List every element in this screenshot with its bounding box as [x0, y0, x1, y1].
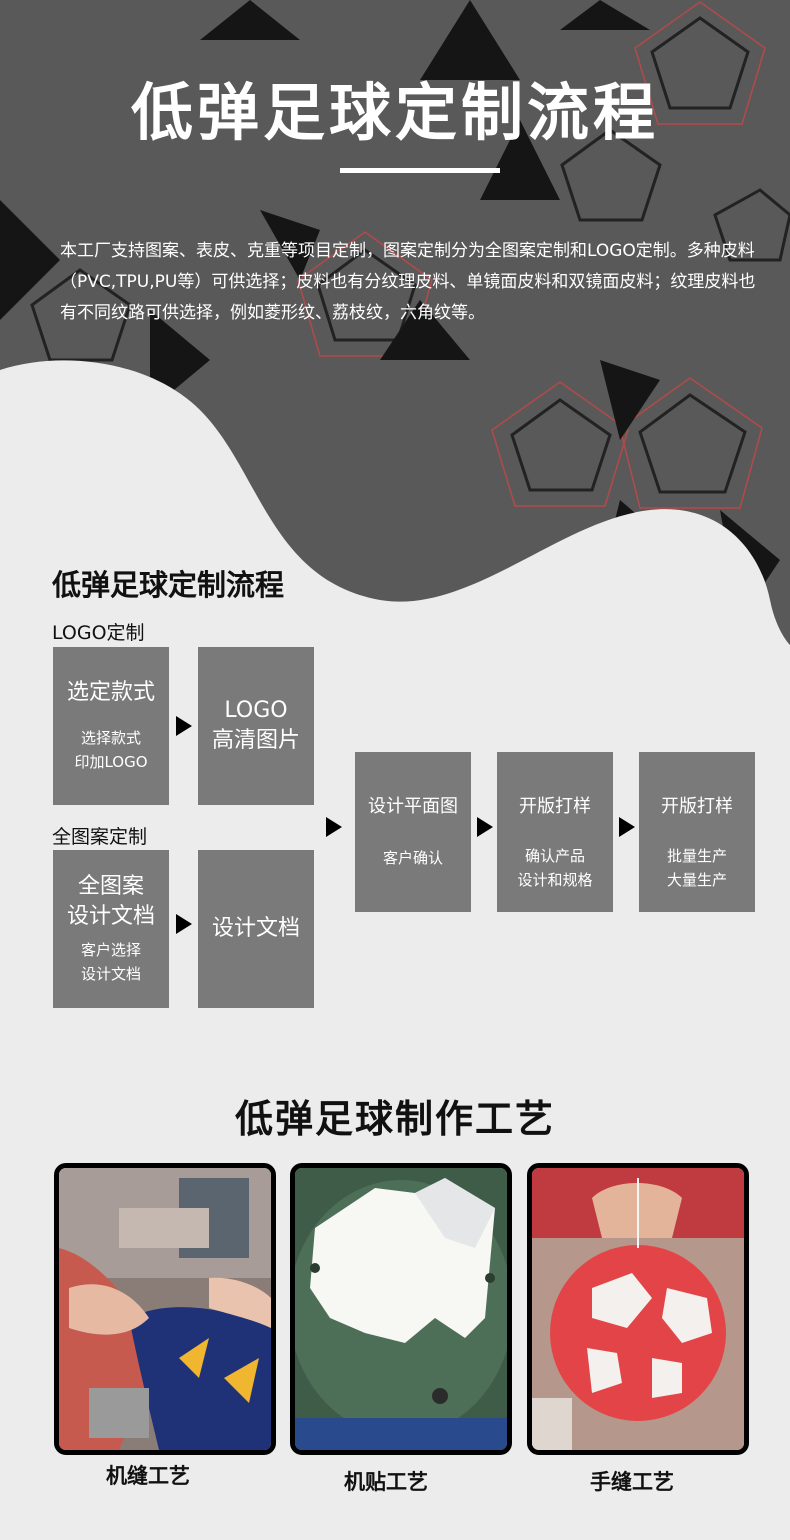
arrow-right-icon [326, 817, 342, 837]
step-sub: 设计文档 [80, 965, 141, 983]
step-design-doc: 设计文档 [198, 850, 314, 1008]
flow-title: 低弹足球定制流程 [52, 568, 285, 602]
step-sub: 确认产品 [524, 847, 585, 865]
caption-hand-stitching: 手缝工艺 [590, 1470, 674, 1494]
craft-title: 低弹足球制作工艺 [234, 1097, 555, 1141]
step-sub: 设计和规格 [517, 871, 593, 889]
step-select-style: 选定款式 选择款式 印加LOGO [53, 647, 169, 805]
step-flat-design: 设计平面图 客户确认 [355, 752, 471, 912]
hero-title: 低弹足球定制流程 [130, 76, 659, 149]
caption-machine-stitching: 机缝工艺 [106, 1464, 190, 1488]
logo-custom-label: LOGO定制 [52, 622, 145, 644]
step-title: 高清图片 [211, 728, 300, 753]
hero-description: 本工厂支持图案、表皮、克重等项目定制，图案定制分为全图案定制和LOGO定制。多种… [60, 241, 756, 323]
photo-machine-stitching [54, 1163, 276, 1455]
step-title: 设计文档 [211, 916, 300, 941]
machine-stitching-image [59, 1168, 271, 1450]
caption-machine-laminating: 机贴工艺 [344, 1470, 428, 1494]
step-title: 开版打样 [661, 796, 733, 817]
step-sub: 批量生产 [666, 847, 727, 865]
step-sub: 客户确认 [382, 849, 443, 867]
photo-machine-laminating [290, 1163, 512, 1455]
step-title: 设计文档 [66, 904, 155, 929]
arrow-right-icon [176, 914, 192, 934]
arrow-right-icon [477, 817, 493, 837]
machine-laminating-image [295, 1168, 507, 1450]
step-production: 开版打样 批量生产 大量生产 [639, 752, 755, 912]
arrow-right-icon [176, 716, 192, 736]
full-pattern-label: 全图案定制 [52, 826, 148, 848]
step-title: LOGO [224, 698, 288, 723]
arrow-right-icon [619, 817, 635, 837]
step-sub: 印加LOGO [74, 753, 148, 771]
title-underline [340, 168, 500, 173]
step-title: 全图案 [77, 874, 144, 899]
step-logo-image: LOGO 高清图片 [198, 647, 314, 805]
step-title: 设计平面图 [368, 796, 458, 817]
wave-divider [0, 360, 790, 670]
step-sub: 大量生产 [666, 871, 727, 889]
step-sub: 选择款式 [80, 729, 141, 747]
step-sub: 客户选择 [80, 941, 141, 959]
photo-hand-stitching [527, 1163, 749, 1455]
step-full-design: 全图案 设计文档 客户选择 设计文档 [53, 850, 169, 1008]
step-proof: 开版打样 确认产品 设计和规格 [497, 752, 613, 912]
hand-stitching-image [532, 1168, 744, 1450]
step-title: 选定款式 [66, 680, 155, 705]
step-title: 开版打样 [519, 796, 591, 817]
